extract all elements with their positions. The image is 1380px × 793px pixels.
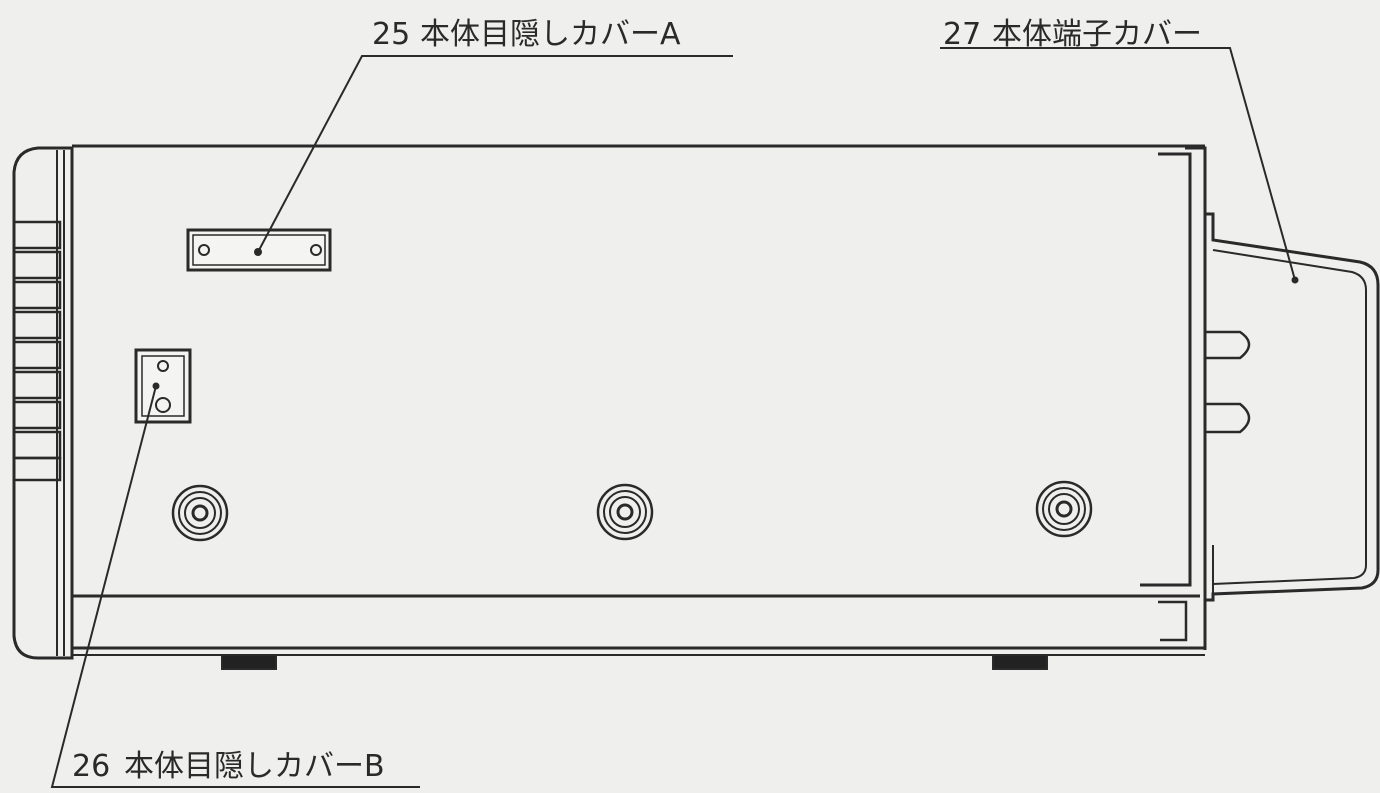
screw-left bbox=[171, 484, 229, 542]
leader-27 bbox=[940, 47, 1296, 281]
screws bbox=[171, 480, 1093, 542]
foot-right bbox=[992, 654, 1048, 670]
terminal-cover bbox=[1205, 212, 1380, 602]
screw-center bbox=[596, 483, 654, 541]
foot-left bbox=[221, 654, 277, 670]
callout-25-label: 本体目隠しカバーA bbox=[420, 17, 681, 52]
callout-26-label: 本体目隠しカバーB bbox=[124, 749, 385, 784]
rear-bracket bbox=[1140, 152, 1192, 587]
screw-right bbox=[1035, 480, 1093, 538]
callout-27-label: 本体端子カバー bbox=[992, 17, 1202, 52]
cover-a-plate bbox=[186, 228, 332, 272]
callout-27-number: 27 bbox=[943, 17, 981, 52]
leader-25 bbox=[257, 55, 733, 253]
device-body bbox=[12, 144, 1207, 670]
leader-lines bbox=[50, 47, 1296, 788]
cover-b-plate bbox=[134, 348, 192, 424]
front-vents bbox=[12, 220, 62, 482]
callout-26-number: 26 bbox=[72, 749, 110, 784]
leader-26 bbox=[50, 385, 420, 788]
callout-25-number: 25 bbox=[372, 17, 410, 52]
